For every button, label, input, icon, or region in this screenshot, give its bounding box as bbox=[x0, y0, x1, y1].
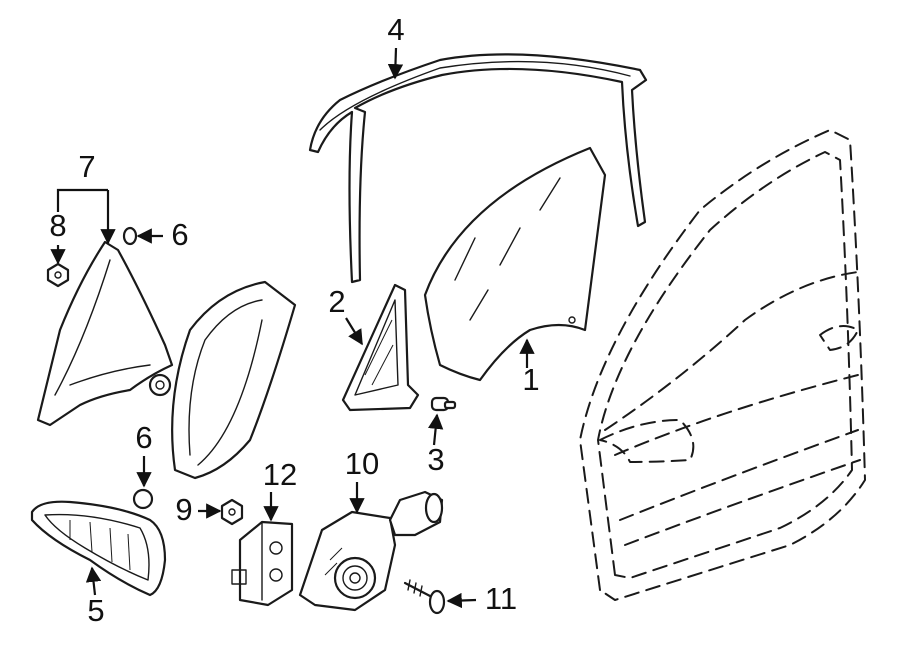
access-cover bbox=[30, 500, 167, 597]
callout-7: 7 bbox=[78, 149, 95, 184]
callout-11: 11 bbox=[485, 581, 517, 616]
callout-10: 10 bbox=[345, 446, 379, 481]
callout-2: 2 bbox=[328, 284, 345, 319]
callout-6-lower: 6 bbox=[135, 420, 152, 455]
grommet-lower bbox=[132, 488, 154, 510]
callout-5: 5 bbox=[87, 593, 104, 628]
glass-clip bbox=[430, 396, 457, 412]
motor-screw bbox=[403, 579, 446, 615]
quarter-glass bbox=[341, 283, 420, 412]
callout-8: 8 bbox=[49, 208, 66, 243]
door-glass bbox=[423, 146, 607, 382]
callout-9: 9 bbox=[175, 492, 192, 527]
control-module bbox=[231, 520, 294, 607]
window-regulator bbox=[36, 240, 297, 480]
regulator-nut bbox=[46, 262, 70, 288]
grommet-upper bbox=[122, 226, 138, 246]
callout-4: 4 bbox=[387, 12, 404, 47]
callout-3: 3 bbox=[427, 442, 444, 477]
window-motor bbox=[298, 490, 444, 612]
run-channel-seal bbox=[308, 53, 648, 284]
callout-6-upper: 6 bbox=[171, 217, 188, 252]
motor-nut bbox=[220, 498, 244, 526]
leader-lines bbox=[50, 47, 535, 609]
callout-12: 12 bbox=[263, 457, 297, 492]
door-shell bbox=[579, 129, 866, 601]
callout-1: 1 bbox=[522, 362, 539, 397]
